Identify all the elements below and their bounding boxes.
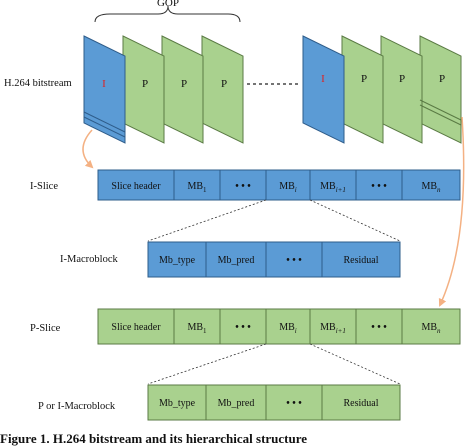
frame-p — [341, 35, 384, 144]
i-slice-cell-ellipsis-2: • • • — [371, 181, 387, 192]
p-slice-cell-ellipsis: • • • — [235, 322, 251, 333]
arrow-to-i-slice — [82, 129, 94, 169]
i-mb-cell-ellipsis: • • • — [286, 255, 302, 266]
i-slice-label: I-Slice — [30, 181, 58, 192]
p-slice-cell-mb1: MB1 — [187, 322, 207, 335]
frame-i — [302, 35, 345, 144]
frame-p — [419, 35, 462, 144]
i-mb-cell-residual: Residual — [344, 255, 379, 266]
i-slice-cell-mbn: MBn — [421, 181, 441, 194]
i-mb-cell-type: Mb_type — [159, 255, 196, 266]
i-slice-cell-mbi: MBi — [279, 181, 297, 194]
gop-label: GOP — [157, 0, 179, 9]
p-slice-bar — [97, 308, 461, 345]
frame-p — [380, 35, 423, 144]
gop-brace — [94, 5, 241, 23]
p-slice-cell-mbn: MBn — [421, 322, 441, 335]
frame-letter-i: I — [321, 73, 325, 85]
frame-letter-p: P — [221, 78, 227, 90]
i-slice-cell-mb1: MB1 — [187, 181, 207, 194]
p-slice-cell-mbi: MBi — [279, 322, 297, 335]
frame-letter-p: P — [399, 73, 405, 85]
i-macroblock-bar — [147, 241, 401, 278]
p-macroblock-bar — [147, 384, 401, 421]
i-slice-cell-ellipsis: • • • — [235, 181, 251, 192]
figure-caption: Figure 1. H.264 bitstream and its hierar… — [0, 431, 308, 446]
frame-letter-p: P — [361, 73, 367, 85]
frame-letter-p: P — [181, 78, 187, 90]
p-mb-cell-type: Mb_type — [159, 398, 196, 409]
frame-letter-p: P — [439, 73, 445, 85]
frame-i — [83, 35, 126, 144]
frame-letter-p: P — [142, 78, 148, 90]
i-slice-cell-header: Slice header — [111, 181, 161, 192]
p-slice-label: P-Slice — [30, 323, 61, 334]
i-macroblock-label: I-Macroblock — [60, 254, 118, 265]
frame-letter-i: I — [102, 78, 106, 90]
p-slice-cell-ellipsis-2: • • • — [371, 322, 387, 333]
frame-group-1 — [83, 35, 244, 144]
i-slice-bar — [97, 169, 461, 201]
i-mb-cell-pred: Mb_pred — [218, 255, 255, 266]
p-slice-cell-header: Slice header — [111, 322, 161, 333]
p-mb-cell-ellipsis: • • • — [286, 398, 302, 409]
p-macroblock-label: P or I-Macroblock — [38, 401, 116, 412]
p-mb-cell-pred: Mb_pred — [218, 398, 255, 409]
p-mb-cell-residual: Residual — [344, 398, 379, 409]
frame-group-2 — [302, 35, 462, 144]
arrow-to-p-slice — [438, 116, 465, 307]
bitstream-label: H.264 bitstream — [4, 78, 72, 89]
